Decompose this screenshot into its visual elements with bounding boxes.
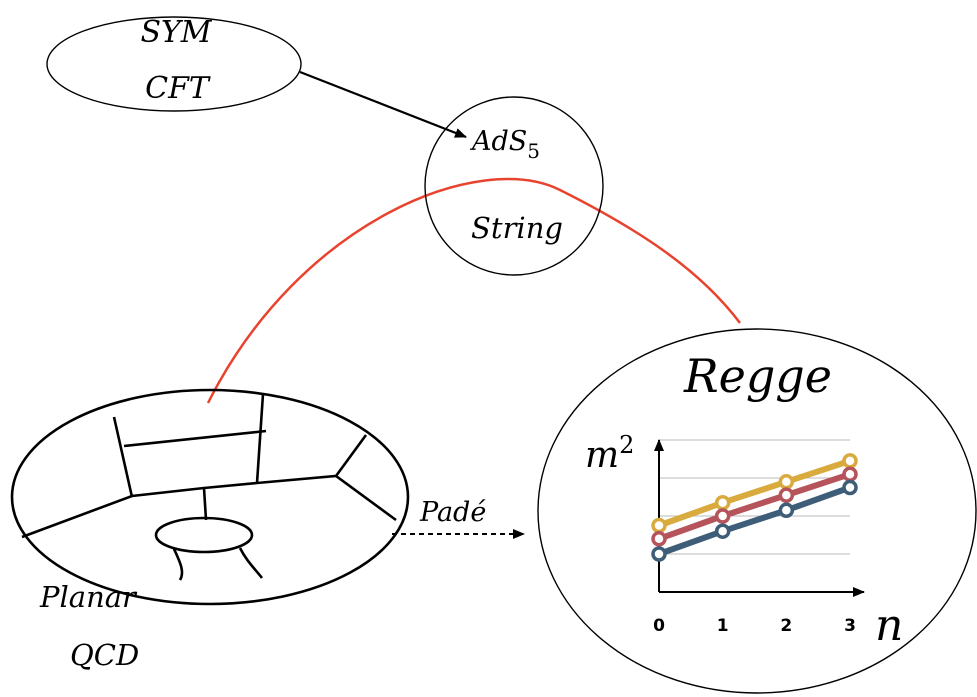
series-1-point-0 (651, 531, 667, 547)
series-1-point-1 (714, 508, 731, 524)
qcd-line-3 (255, 393, 265, 484)
qcd-leg-right (238, 547, 264, 579)
series-line-2 (656, 484, 853, 557)
series-line-1 (656, 471, 853, 542)
cft-label: CFT (145, 71, 211, 106)
ads-string-circle (424, 96, 604, 276)
planar-qcd-diagram (10, 388, 410, 606)
string-label: String (471, 211, 563, 245)
ads5-subscript: 5 (527, 139, 540, 163)
series-2-point-1 (714, 523, 731, 539)
x-tick-label-1: 1 (717, 616, 729, 636)
x-tick-label-3: 3 (844, 616, 856, 636)
regge-title: Regge (683, 349, 832, 403)
series-0-point-0 (651, 517, 667, 534)
ads5-base: AdS (469, 126, 527, 157)
qcd-line-6 (202, 487, 208, 521)
sym-cft-node: SYM CFT (46, 15, 302, 112)
series-0-point-3 (842, 453, 858, 469)
series-0-point-2 (778, 474, 795, 490)
chart-series (651, 453, 858, 562)
duality-arc (206, 177, 741, 404)
y-axis-label-exp: 2 (619, 431, 634, 459)
qcd-line-5 (334, 434, 368, 477)
planar-label: Planar (39, 580, 138, 614)
qcd-leg-left (172, 548, 184, 581)
pade-label: Padé (419, 497, 486, 528)
series-line-0 (656, 457, 853, 529)
sym-label: SYM (140, 15, 212, 50)
qcd-line-2 (123, 429, 267, 448)
series-1-point-2 (778, 487, 795, 503)
ads5-label: AdS5 (469, 126, 540, 163)
x-axis-label: n (875, 600, 903, 651)
sym-to-ads-arrow (299, 70, 467, 139)
series-2-point-2 (778, 502, 795, 519)
qcd-label: QCD (70, 638, 139, 672)
qcd-line-4 (21, 474, 397, 539)
qcd-line-1 (112, 416, 134, 498)
series-0-point-1 (714, 494, 731, 511)
regge-ellipse (537, 328, 977, 694)
series-2-point-0 (651, 546, 667, 562)
ads-string-node: AdS5 String (424, 96, 604, 276)
x-tick-label-0: 0 (653, 616, 665, 636)
qcd-inner-loop (154, 516, 254, 554)
qcd-outer-ellipse (10, 388, 410, 606)
y-axis-label: m2 (585, 431, 634, 476)
series-1-point-3 (842, 466, 858, 482)
series-2-point-3 (842, 479, 858, 496)
chart-ticks: 0 1 2 3 (653, 616, 856, 636)
y-axis-label-base: m (585, 435, 619, 476)
x-tick-label-2: 2 (780, 616, 792, 636)
sym-cft-ellipse (46, 16, 302, 112)
